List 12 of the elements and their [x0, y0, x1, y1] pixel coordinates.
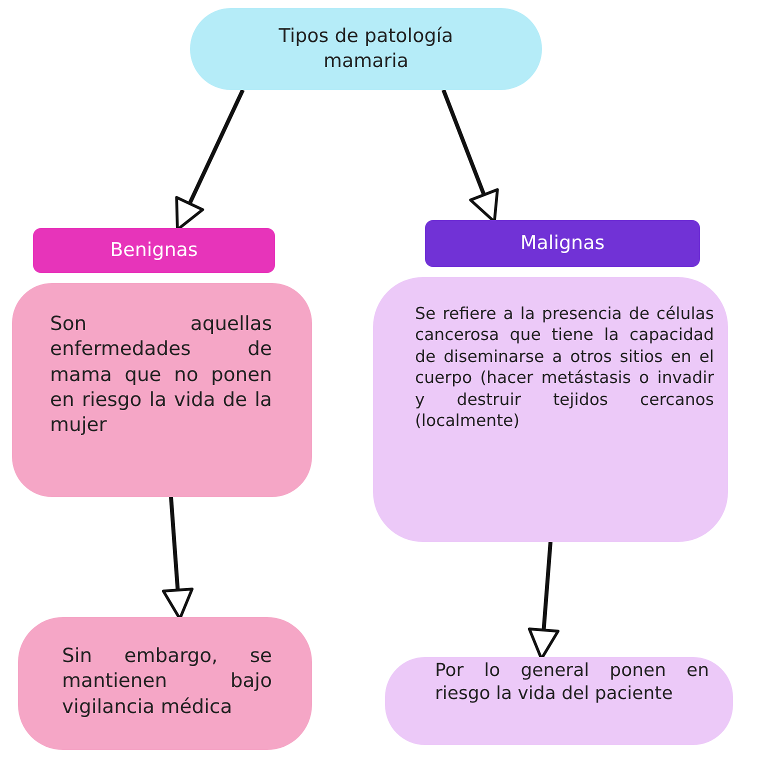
- node-text: Malignas: [519, 231, 606, 256]
- category-bar: [425, 220, 700, 267]
- note-box: [18, 617, 312, 750]
- node-text: Benignas: [109, 238, 199, 263]
- category-bar: [33, 228, 275, 273]
- node-text: Por lo general ponen en riesgo la vida del paciente: [435, 659, 709, 706]
- description-box: [373, 277, 728, 542]
- node-text: Sin embargo, se mantienen bajo vigilancia médica: [62, 643, 272, 720]
- node-text: Tipos de patología mamaria: [278, 24, 454, 74]
- node-text: Son aquellas enfermedades de mama que no ponen en riesgo la vida de la mujer: [50, 311, 272, 438]
- description-box: [12, 283, 312, 497]
- node-text: Se refiere a la presencia de células cancerosa que tiene la capacidad de diseminarse a otros sitios en el cuerpo (hacer metástasis o invadir y destruir tejidos cercanos (localmente): [415, 303, 714, 432]
